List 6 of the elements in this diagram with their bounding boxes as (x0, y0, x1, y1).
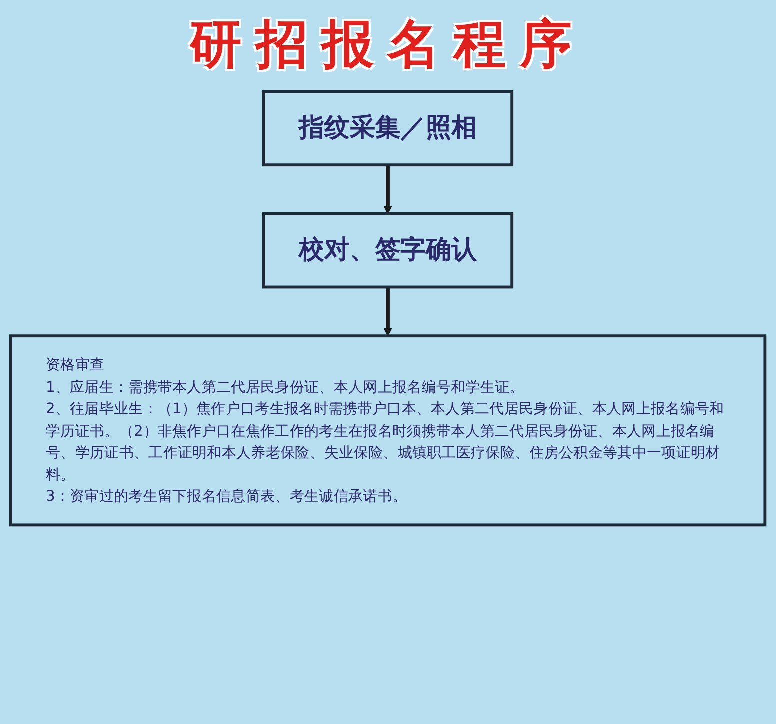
node-box: 资格审查 1、应届生：需携带本人第二代居民身份证、本人网上报名编号和学生证。 2、往届毕业生：（1）焦作户口考生报名时需携带户口本、本人第二代居民身份证、本人网上报名编号和学历证书。（2）非焦作户口在焦作工作的考生在报名时须携带本人第二代居民身份证、本人网上报名编号、学历证书、工作证明和本人养老保险、失业保险、城镇职工医疗保险、住房公积金等其中一项证明材料。 3：资审过的考生留下报名信息简表、考生诚信承诺书。 (9, 334, 767, 527)
node-box: 校对、签字确认 (262, 212, 514, 289)
title: 研招报名程序 (188, 14, 587, 77)
arrow (384, 165, 392, 214)
arrow (384, 287, 392, 336)
node-box: 指纹采集／照相 (262, 90, 514, 167)
